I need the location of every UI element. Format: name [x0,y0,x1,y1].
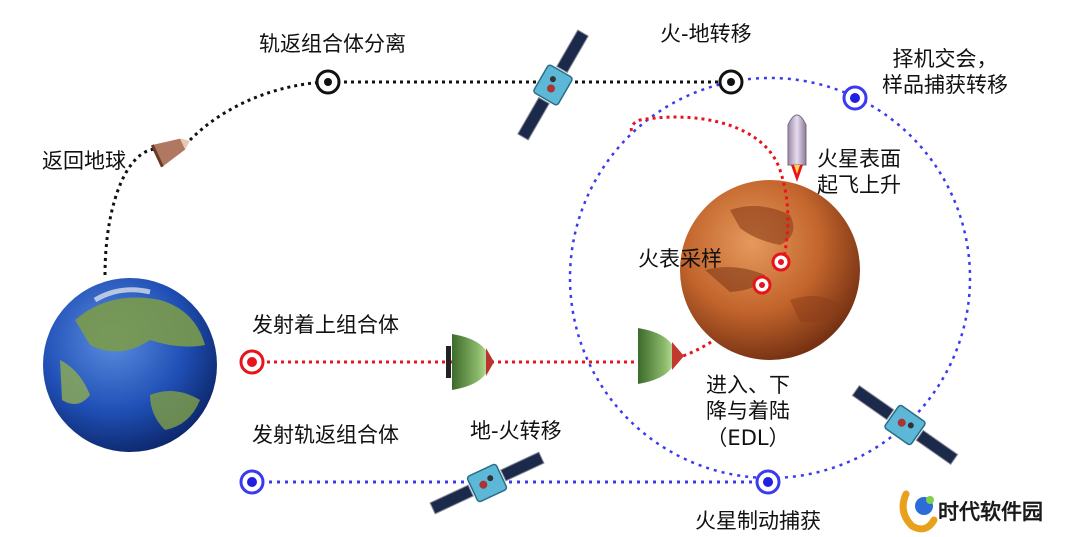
edl-label-line2: 降与着陆 [706,399,790,424]
orbit-separation-label: 轨返组合体分离 [259,32,406,56]
mars-planet [680,180,860,360]
logo-text: 时代软件园 [938,500,1043,524]
ascent-path [629,115,790,263]
earth-planet [43,278,217,452]
landing-node [752,275,772,295]
mars-ascent-label-line1: 火星表面 [817,147,901,171]
mars-ascent-label: 火星表面 起飞上升 [817,146,901,199]
orbiter-launch-node [239,469,265,495]
return-path [103,80,326,276]
logo: 时代软件园 [938,496,1043,526]
lander-launch-node [239,349,265,375]
mars-earth-transfer-label: 火-地转移 [660,22,752,46]
mars-capture-label: 火星制动捕获 [695,509,821,533]
rendezvous-label: 择机交会， 样品捕获转移 [882,46,1008,99]
mars-sampling-label: 火表采样 [638,247,722,271]
edl-label: 进入、下 降与着陆 （EDL） [706,372,790,451]
logo-icon [899,490,938,533]
edl-label-line3: （EDL） [706,425,790,450]
return-earth-label: 返回地球 [42,149,126,173]
orbiter-satellite-top-icon [517,29,589,141]
lander-capsule-launch-icon [446,334,494,390]
orbiter-satellite-bottom-icon [429,451,545,515]
lander-capsule-edl-icon [638,328,684,384]
earth-mars-transfer-label: 地-火转移 [470,419,562,443]
separation-node [315,69,341,95]
mars-earth-transfer-node [718,69,744,95]
return-capsule-icon [150,138,190,168]
mars-surface-node [771,252,791,272]
orbiter-satellite-mars-icon [851,384,959,466]
launch-lander-label: 发射着上组合体 [252,313,399,337]
ascent-rocket-icon [787,114,807,182]
launch-orbiter-label: 发射轨返组合体 [252,423,399,447]
rendezvous-label-line1: 择机交会， [892,47,998,71]
mars-ascent-label-line2: 起飞上升 [817,173,901,198]
rendezvous-label-line2: 样品捕获转移 [882,73,1008,98]
rendezvous-node [842,85,868,111]
edl-label-line1: 进入、下 [706,373,790,397]
mars-capture-node [755,469,781,495]
